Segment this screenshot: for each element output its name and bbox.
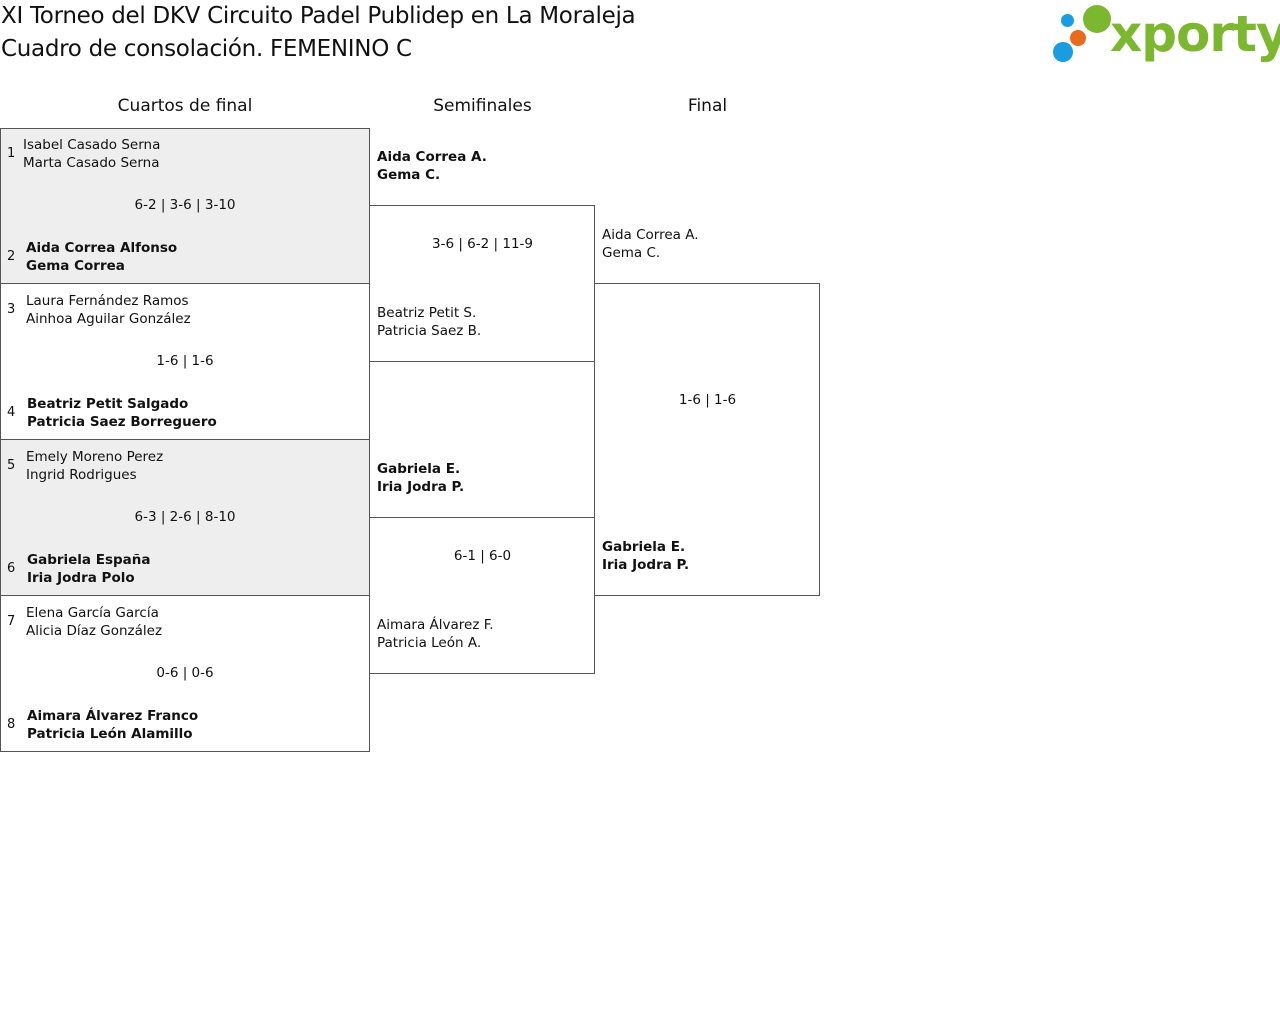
winner-team-names[interactable]: Beatriz Petit Salgado Patricia Saez Borr…	[27, 395, 217, 431]
xporty-logo[interactable]: xporty	[1050, 4, 1280, 66]
player-name: Gema Correa	[26, 258, 125, 274]
final-match	[594, 283, 820, 596]
match-score: 0-6 | 0-6	[156, 665, 214, 681]
logo-dot-blue	[1053, 42, 1073, 62]
player-name: Aimara Álvarez F.	[377, 617, 494, 633]
player-name: Beatriz Petit Salgado	[27, 396, 189, 412]
player-name: Gabriela E.	[602, 539, 686, 555]
player-name: Gema C.	[377, 167, 441, 183]
quarterfinal-match-2	[0, 283, 370, 440]
player-name: Iria Jodra Polo	[27, 570, 135, 586]
match-score: 3-6 | 6-2 | 11-9	[432, 236, 533, 252]
player-name: Gabriela E.	[377, 461, 461, 477]
winner-team-names[interactable]: Aimara Álvarez Franco Patricia León Alam…	[27, 707, 198, 743]
player-name: Isabel Casado Serna	[23, 137, 161, 153]
seed-number: 6	[7, 561, 16, 576]
player-name: Marta Casado Serna	[23, 155, 160, 171]
winner-team-names[interactable]: Aida Correa A. Gema C.	[377, 148, 487, 184]
draw-name: Cuadro de consolación. FEMENINO C	[1, 36, 412, 62]
quarterfinal-match-4	[0, 595, 370, 752]
team-names[interactable]: Beatriz Petit S. Patricia Saez B.	[377, 304, 481, 340]
player-name: Elena García García	[26, 605, 159, 621]
player-name: Alicia Díaz González	[26, 623, 163, 639]
tournament-name: XI Torneo del DKV Circuito Padel Publide…	[1, 3, 636, 29]
team-names[interactable]: Aimara Álvarez F. Patricia León A.	[377, 616, 494, 652]
quarterfinal-match-1	[0, 128, 370, 284]
match-score: 6-1 | 6-0	[453, 548, 512, 564]
seed-number: 5	[7, 458, 16, 473]
player-name: Beatriz Petit S.	[377, 305, 477, 321]
team-names[interactable]: Elena García García Alicia Díaz González	[26, 604, 162, 640]
logo-dot-blue-small	[1061, 14, 1074, 27]
player-name: Emely Moreno Perez	[26, 449, 164, 465]
seed-number: 2	[7, 249, 16, 264]
player-name: Gabriela España	[27, 552, 151, 568]
player-name: Aida Correa A.	[377, 149, 487, 165]
logo-dot-green	[1083, 5, 1111, 33]
player-name: Aimara Álvarez Franco	[27, 708, 199, 724]
winner-team-names[interactable]: Gabriela E. Iria Jodra P.	[377, 460, 464, 496]
seed-number: 1	[7, 146, 16, 161]
player-name: Iria Jodra P.	[377, 479, 465, 495]
player-name: Ingrid Rodrigues	[26, 467, 137, 483]
round-title-quarterfinals: Cuartos de final	[117, 96, 253, 116]
match-score: 6-3 | 2-6 | 8-10	[134, 509, 236, 525]
player-name: Iria Jodra P.	[602, 557, 690, 573]
seed-number: 7	[7, 614, 16, 629]
winner-team-names[interactable]: Aida Correa Alfonso Gema Correa	[26, 239, 177, 275]
team-names[interactable]: Laura Fernández Ramos Ainhoa Aguilar Gon…	[26, 292, 191, 328]
team-names[interactable]: Isabel Casado Serna Marta Casado Serna	[23, 136, 160, 172]
round-title-semifinals: Semifinales	[433, 96, 532, 116]
player-name: Ainhoa Aguilar González	[26, 311, 191, 327]
player-name: Patricia Saez Borreguero	[27, 414, 217, 430]
winner-team-names[interactable]: Gabriela E. Iria Jodra P.	[602, 538, 689, 574]
seed-number: 4	[7, 405, 16, 420]
logo-wordmark: xporty	[1110, 5, 1280, 63]
player-name: Patricia Saez B.	[377, 323, 482, 339]
round-title-final: Final	[687, 96, 728, 116]
seed-number: 3	[7, 302, 16, 317]
match-score: 1-6 | 1-6	[678, 392, 737, 408]
page-title: XI Torneo del DKV Circuito Padel Publide…	[1, 0, 636, 66]
player-name: Patricia León Alamillo	[27, 726, 193, 742]
match-score: 1-6 | 1-6	[156, 353, 214, 369]
seed-number: 8	[7, 717, 16, 732]
logo-dot-orange	[1070, 30, 1086, 46]
match-score: 6-2 | 3-6 | 3-10	[134, 197, 236, 213]
player-name: Aida Correa A.	[602, 227, 699, 243]
winner-team-names[interactable]: Gabriela España Iria Jodra Polo	[27, 551, 150, 587]
player-name: Patricia León A.	[377, 635, 482, 651]
team-names[interactable]: Aida Correa A. Gema C.	[602, 226, 699, 262]
player-name: Aida Correa Alfonso	[26, 240, 178, 256]
player-name: Laura Fernández Ramos	[26, 293, 189, 309]
team-names[interactable]: Emely Moreno Perez Ingrid Rodrigues	[26, 448, 163, 484]
player-name: Gema C.	[602, 245, 661, 261]
